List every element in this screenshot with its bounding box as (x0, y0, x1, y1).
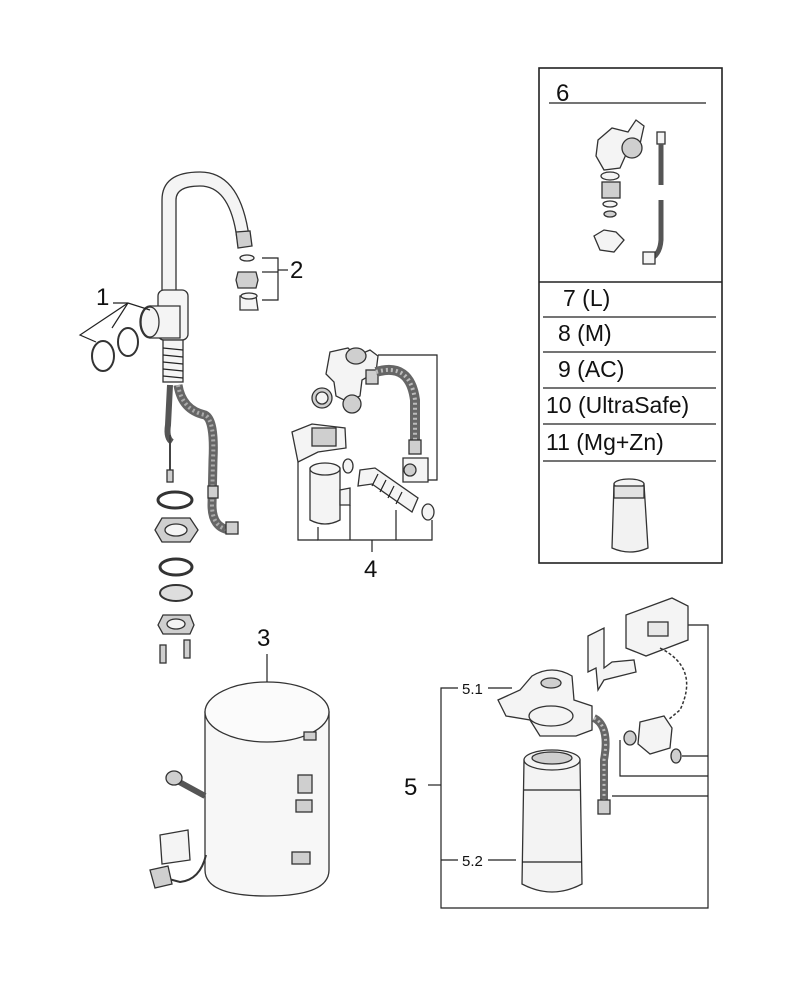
filter-option-11: 11 (Mg+Zn) (546, 429, 664, 455)
filter-option-10: 10 (UltraSafe) (546, 392, 689, 418)
faucet-assembly (91, 171, 253, 664)
filter-option-9: 9 (AC) (558, 356, 624, 382)
filter-option-7: 7 (L) (563, 285, 610, 311)
filter-set (428, 597, 709, 909)
callout-2: 2 (290, 257, 303, 284)
callout-5-1: 5.1 (462, 681, 483, 698)
filter-option-8: 8 (M) (558, 320, 612, 346)
boiler-tank (149, 654, 330, 897)
callout-5-2: 5.2 (462, 853, 483, 870)
callout-4: 4 (364, 556, 377, 583)
callout-3: 3 (257, 625, 270, 652)
valve-set-box (538, 67, 723, 564)
callout-1: 1 (96, 284, 109, 311)
filter-options-list: 7 (L) 8 (M) 9 (AC) 10 (UltraSafe) 11 (Mg… (546, 285, 689, 455)
connection-set (291, 347, 438, 552)
callout-6: 6 (556, 80, 569, 107)
aerator-parts (235, 254, 259, 311)
callout-5: 5 (404, 774, 417, 801)
callout-leaders-1-2 (78, 257, 288, 343)
